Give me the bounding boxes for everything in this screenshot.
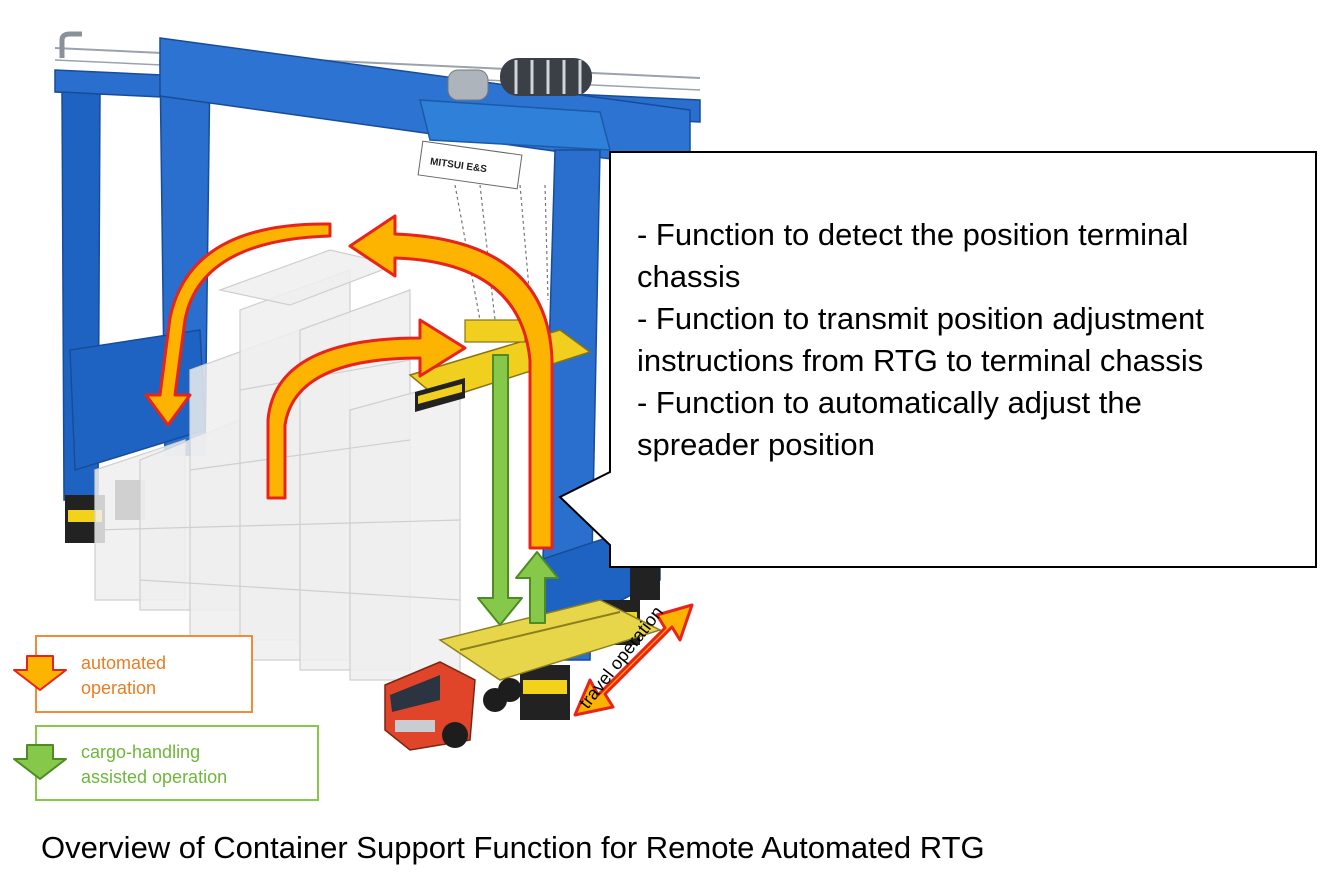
callout-line: instructions from RTG to terminal chassi…	[637, 343, 1204, 378]
figure-caption: Overview of Container Support Function f…	[41, 830, 985, 865]
legend-cargo-arrow-icon	[13, 744, 67, 780]
legend-automated-box	[35, 635, 253, 713]
legend-automated-label: automated operation	[81, 651, 251, 701]
rtg-crane: MITSUI E&S	[54, 31, 701, 720]
callout-line: - Function to detect the position termin…	[637, 217, 1189, 252]
automated-arrow-inner	[266, 318, 467, 500]
legend-cargo-label-line: assisted operation	[81, 767, 228, 787]
legend-cargo-label: cargo-handling assisted operation	[81, 740, 316, 790]
legend-automated-label-line: operation	[81, 678, 157, 698]
cargo-handling-arrows	[477, 354, 559, 626]
legend-automated-arrow-icon	[13, 655, 67, 691]
callout-line: - Function to automatically adjust the	[637, 385, 1142, 420]
callout-text: - Function to detect the position termin…	[637, 214, 1307, 466]
truck-with-chassis	[384, 599, 662, 751]
callout-line: chassis	[637, 259, 741, 294]
cargo-arrow-down	[477, 354, 523, 626]
automated-arrow-arch	[348, 214, 554, 550]
legend	[13, 635, 319, 801]
cargo-arrow-up	[515, 551, 559, 624]
automated-operation-arrows	[144, 214, 694, 717]
callout-line: spreader position	[637, 427, 875, 462]
callout-box	[558, 151, 1317, 568]
legend-cargo-label-line: cargo-handling	[81, 742, 201, 762]
callout-line: - Function to transmit position adjustme…	[637, 301, 1204, 336]
legend-automated-label-line: automated	[81, 653, 167, 673]
travel-double-arrow	[573, 603, 694, 717]
automated-arrow-left	[144, 222, 332, 427]
